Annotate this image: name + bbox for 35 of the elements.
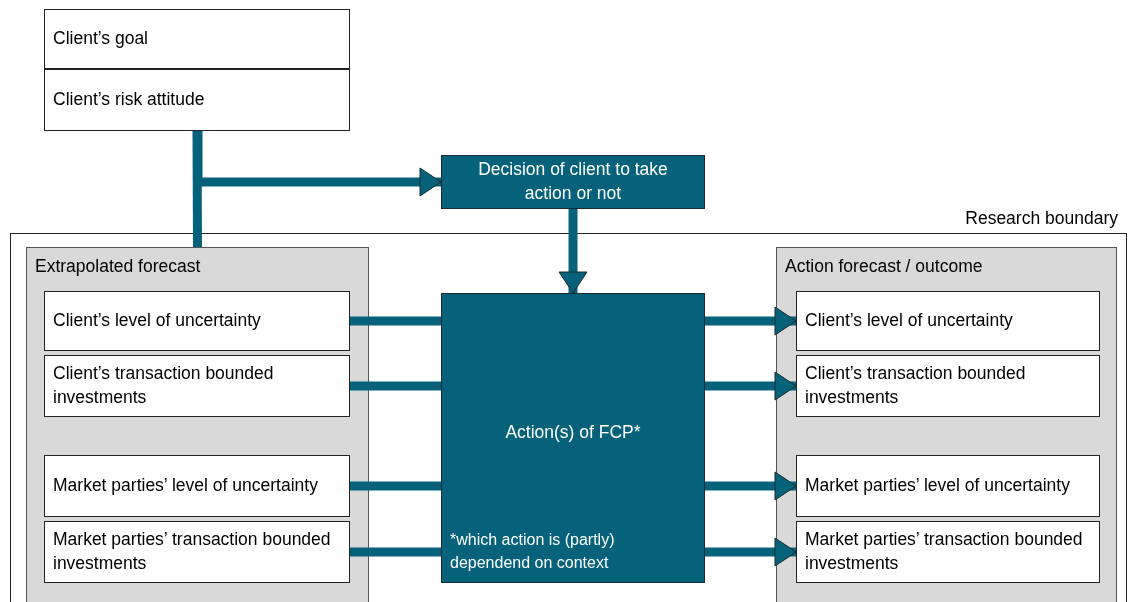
box-label: Client’s transaction bounded investments (805, 362, 1027, 409)
box-label: Action(s) of FCP* (504, 422, 642, 443)
box-label: Client’s level of uncertainty (805, 309, 1013, 333)
group-panel (776, 247, 1117, 602)
panel-heading: Extrapolated forecast (35, 256, 201, 277)
process-box (796, 521, 1100, 583)
arrow (705, 306, 797, 336)
panel-heading: Action forecast / outcome (785, 256, 983, 277)
process-box (441, 293, 705, 583)
arrow (705, 471, 797, 501)
process-box (44, 69, 350, 131)
process-box (796, 455, 1100, 517)
process-box (44, 455, 350, 517)
box-label: Market parties’ transaction bounded investments (53, 528, 332, 575)
footnote: *which action is (partly) dependend on context (450, 530, 616, 573)
box-label: Client’s goal (53, 27, 148, 51)
box-label: Client’s risk attitude (53, 88, 205, 112)
process-box (44, 9, 350, 69)
box-label: Client’s level of uncertainty (53, 309, 261, 333)
process-box (44, 355, 350, 417)
process-box (44, 521, 350, 583)
group-panel (26, 247, 369, 602)
box-label: Market parties’ level of uncertainty (805, 474, 1070, 498)
process-box (44, 291, 350, 351)
process-box (796, 291, 1100, 351)
box-label: Decision of client to take action or not (477, 158, 669, 205)
process-box (796, 355, 1100, 417)
boundary-label: Research boundary (965, 208, 1118, 229)
box-label: Client’s transaction bounded investments (53, 362, 275, 409)
arrow (705, 537, 797, 567)
arrow (558, 209, 588, 294)
box-label: Market parties’ level of uncertainty (53, 474, 318, 498)
box-label: Market parties’ transaction bounded investments (805, 528, 1084, 575)
process-box (441, 155, 705, 209)
arrow (705, 371, 797, 401)
